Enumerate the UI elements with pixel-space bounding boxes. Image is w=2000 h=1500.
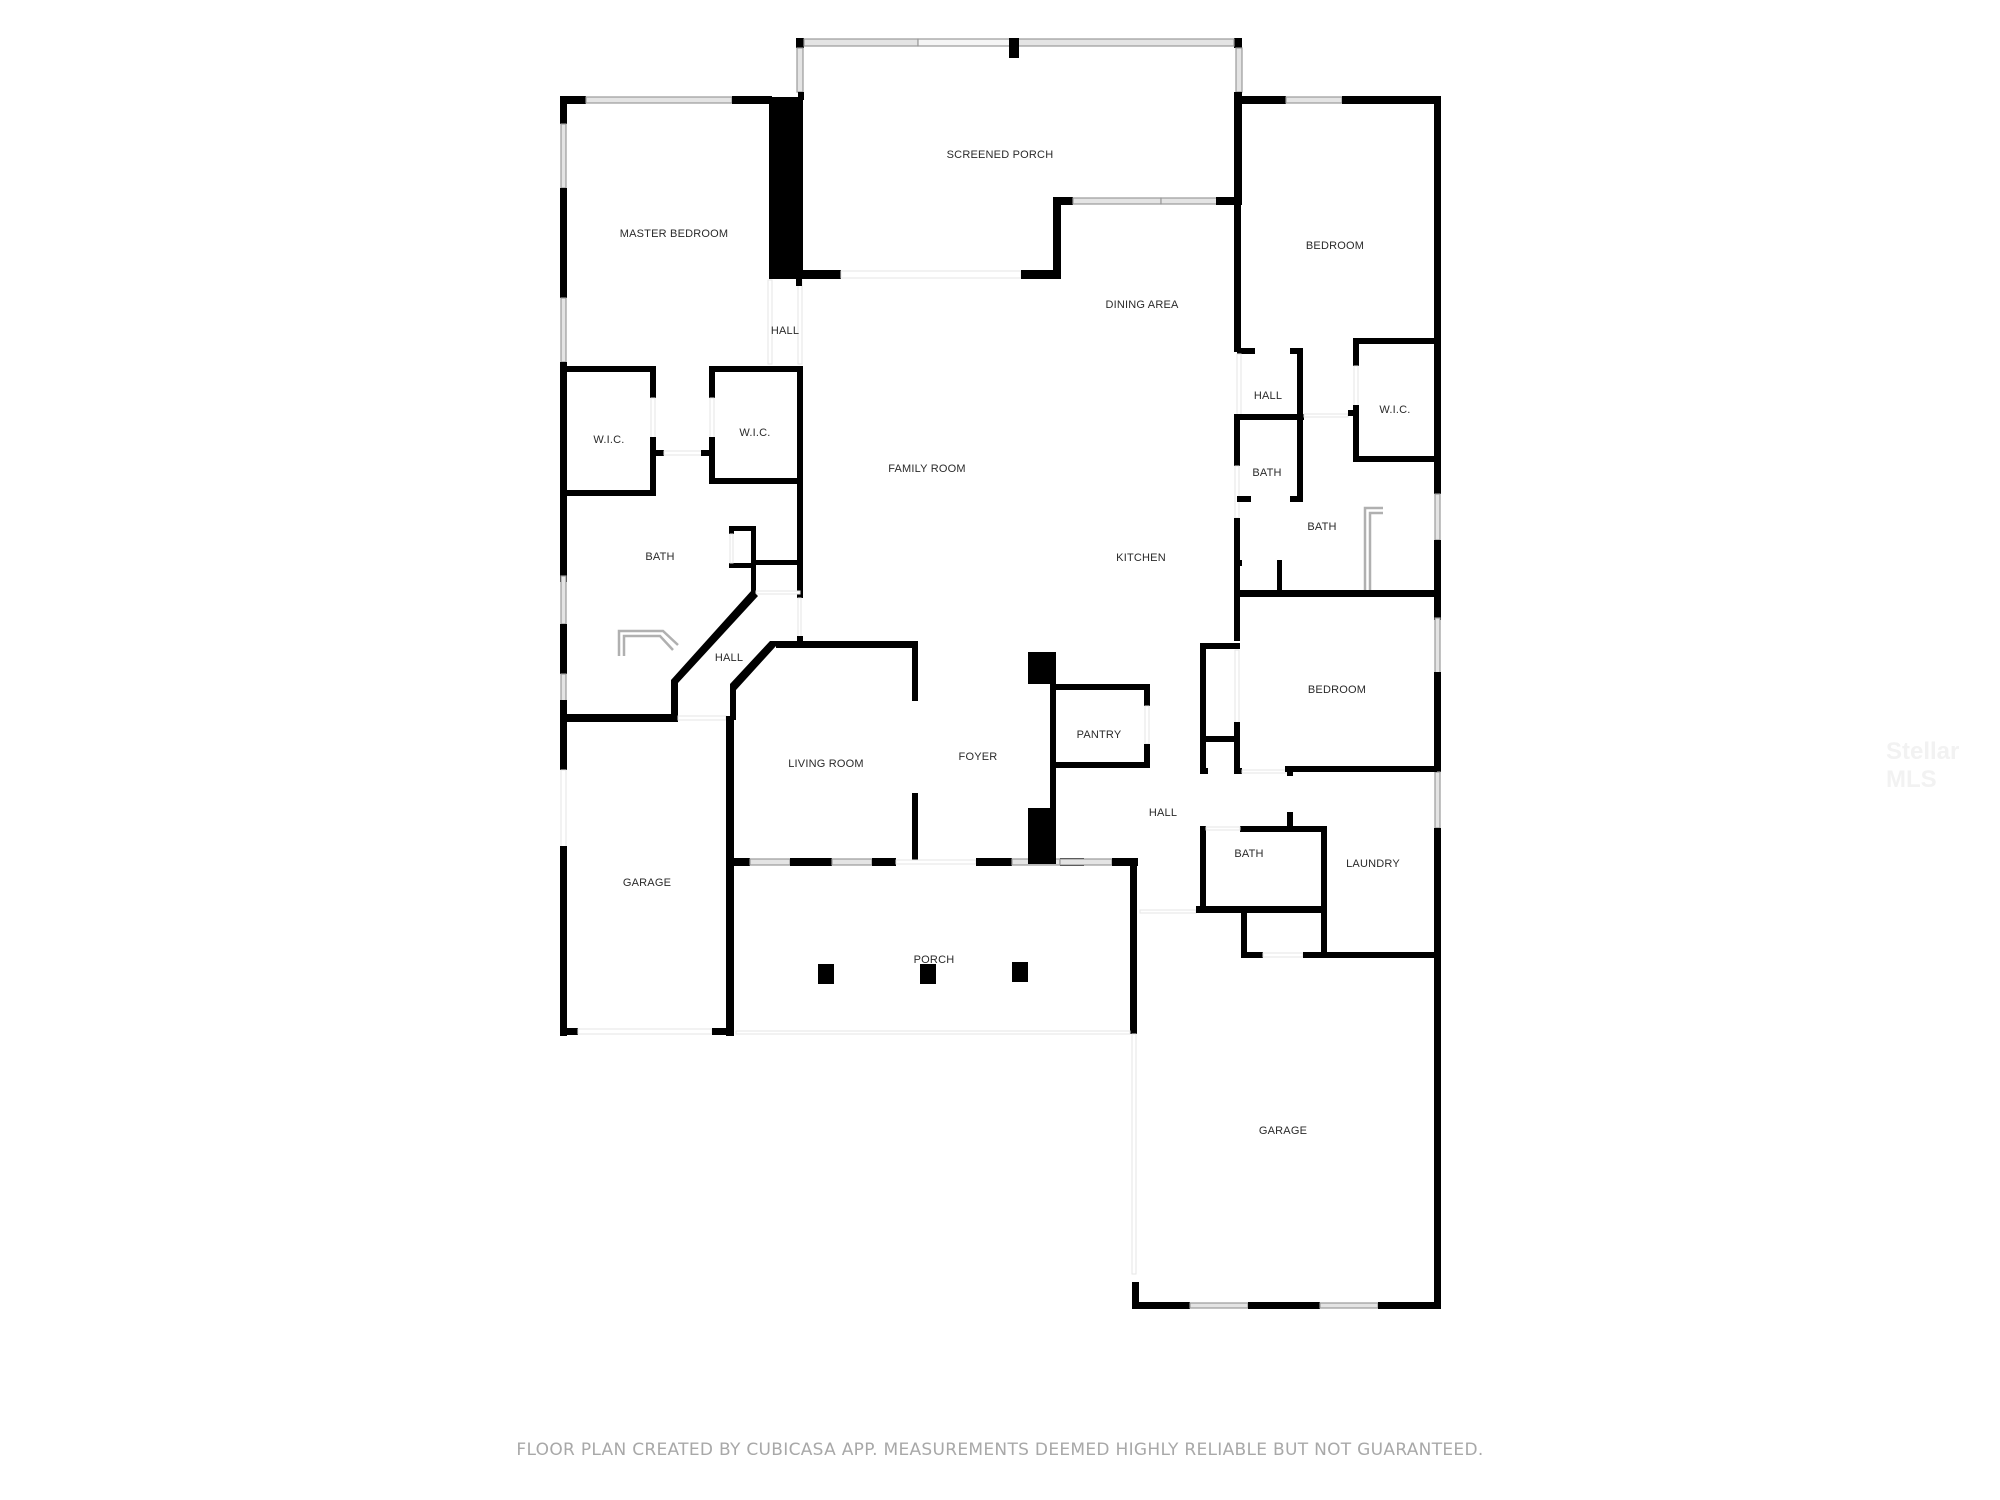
room-label-bedroom: BEDROOM — [1305, 240, 1365, 252]
room-label-kitchen: KITCHEN — [1116, 552, 1166, 564]
room-label-foyer: FOYER — [958, 751, 998, 763]
room-label-hall: HALL — [1253, 390, 1283, 402]
master-wing-walls — [560, 96, 918, 1036]
room-label-wic: W.I.C. — [593, 434, 625, 446]
screened-porch-walls — [769, 38, 1243, 279]
room-label-porch: PORCH — [913, 954, 955, 966]
room-label-bedroom: BEDROOM — [1307, 684, 1367, 696]
room-label-wic: W.I.C. — [739, 427, 771, 439]
right-garage-walls — [1131, 1033, 1441, 1309]
room-label-bath: BATH — [1234, 848, 1264, 860]
room-label-pantry: PANTRY — [1076, 729, 1122, 741]
room-label-hall: HALL — [1148, 807, 1178, 819]
room-label-bath: BATH — [1252, 467, 1282, 479]
room-label-master-bedroom: MASTER BEDROOM — [619, 228, 729, 240]
front-porch-walls — [730, 652, 1137, 1035]
room-label-hall: HALL — [714, 652, 744, 664]
room-label-screened-porch: SCREENED PORCH — [946, 149, 1054, 161]
watermark: Stellar MLS — [1886, 738, 1960, 793]
left-garage-walls — [560, 716, 734, 1036]
room-label-bath: BATH — [645, 551, 675, 563]
floor-plan-caption: FLOOR PLAN CREATED BY CUBICASA APP. MEAS… — [516, 1440, 1484, 1460]
room-label-wic: W.I.C. — [1379, 404, 1411, 416]
room-label-living-room: LIVING ROOM — [788, 758, 864, 770]
room-label-dining-area: DINING AREA — [1105, 299, 1179, 311]
right-wing-walls — [1130, 96, 1441, 1308]
room-label-garage: GARAGE — [1258, 1125, 1308, 1137]
room-label-bath: BATH — [1307, 521, 1337, 533]
room-label-laundry: LAUNDRY — [1346, 858, 1400, 870]
room-label-garage: GARAGE — [622, 877, 672, 889]
pantry-hall-walls — [1056, 684, 1197, 914]
room-label-family-room: FAMILY ROOM — [888, 463, 966, 475]
room-label-hall: HALL — [770, 325, 800, 337]
